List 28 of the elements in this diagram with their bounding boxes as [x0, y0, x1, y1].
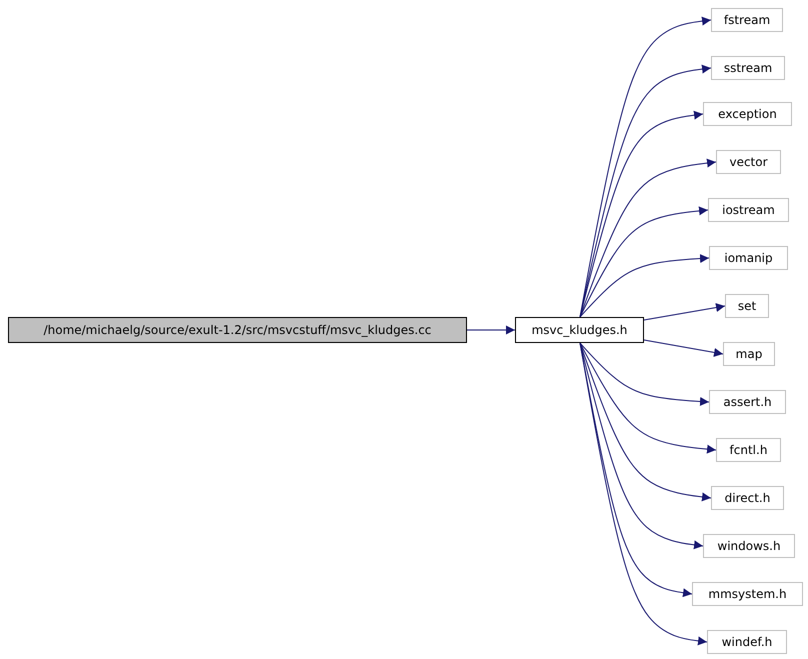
include-arrow	[580, 254, 710, 318]
header-file-box: windef.h	[707, 630, 787, 654]
include-arrow	[466, 326, 516, 334]
include-arrow	[644, 303, 726, 320]
include-arrow	[580, 342, 708, 646]
header-file-box: windows.h	[703, 534, 795, 558]
header-file-box: assert.h	[709, 390, 786, 414]
header-file-box: iostream	[708, 198, 789, 222]
include-arrow	[580, 16, 712, 318]
header-file-box: sstream	[711, 56, 785, 80]
include-arrow	[580, 206, 708, 318]
file-box: /home/michaelg/source/exult-1.2/src/msvcstuff/msvc_kludges.cc	[8, 317, 467, 343]
header-file-box: fcntl.h	[716, 438, 781, 462]
include-arrow	[580, 158, 716, 318]
header-file-box: direct.h	[711, 486, 784, 510]
include-arrow	[580, 342, 716, 454]
include-arrow	[644, 340, 724, 357]
header-file-box: mmsystem.h	[692, 582, 803, 606]
header-file-box: map	[723, 342, 775, 366]
header-file-box: vector	[716, 150, 781, 174]
header-file-box: exception	[703, 102, 792, 126]
include-arrow	[580, 110, 704, 318]
include-arrow	[580, 342, 710, 406]
header-file-box: set	[725, 294, 769, 318]
header-file-box: iomanip	[709, 246, 788, 270]
file-box: msvc_kludges.h	[515, 317, 644, 343]
header-file-box: fstream	[711, 8, 783, 32]
include-arrow	[580, 342, 704, 550]
